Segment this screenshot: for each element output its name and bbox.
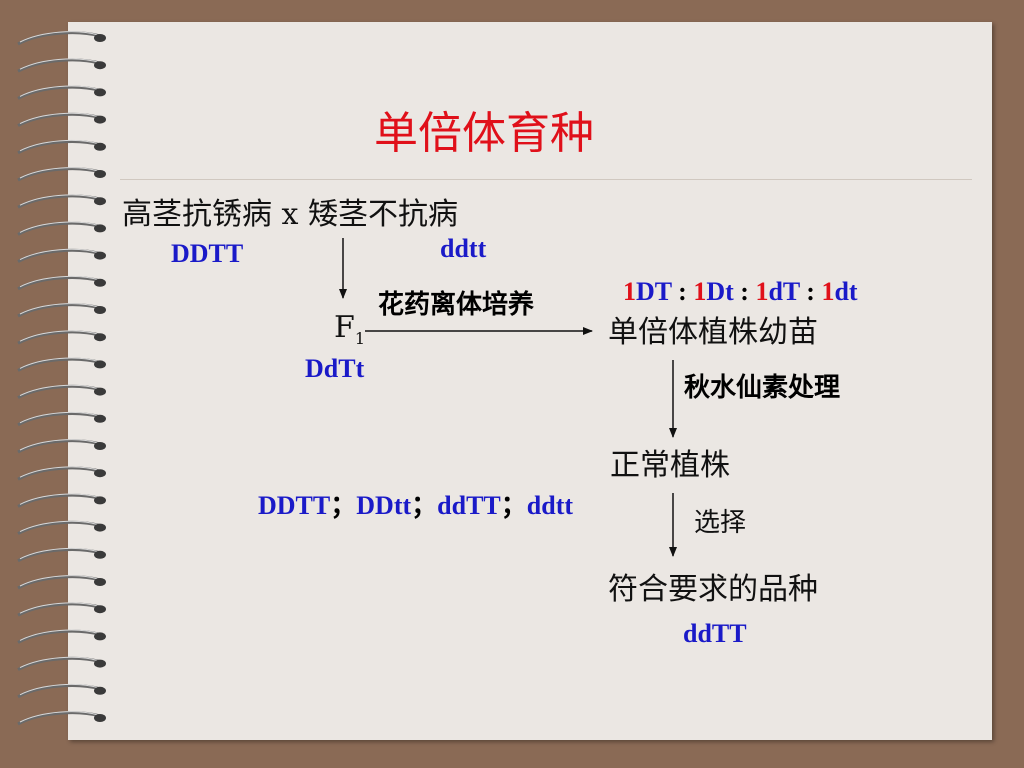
spiral-ring <box>17 303 106 318</box>
genotype-1: DDTT <box>258 491 331 520</box>
spiral-ring <box>17 656 106 671</box>
spiral-ring <box>17 112 106 127</box>
f1-letter: F <box>334 310 355 345</box>
spiral-ring <box>17 194 106 209</box>
target-genotype: ddTT <box>683 619 747 648</box>
spiral-ring <box>17 629 106 644</box>
parents-line: 高茎抗锈病 x 矮茎不抗病 <box>122 200 458 230</box>
title-divider <box>120 179 972 180</box>
slide-title: 单倍体育种 <box>374 108 594 159</box>
spiral-ring <box>17 31 106 46</box>
ratio-sep-3: : <box>799 277 822 306</box>
genotype-sep-2: ； <box>411 491 438 520</box>
ratio-n-4: 1 <box>821 277 835 306</box>
ratio-sep-1: : <box>671 277 694 306</box>
parent2-genotype: ddtt <box>440 234 487 263</box>
normal-plant-genotypes: DDTT；DDtt；ddTT；ddtt <box>258 493 573 519</box>
f1-genotype: DdTt <box>305 354 365 383</box>
spiral-ring <box>17 276 106 291</box>
spiral-ring <box>17 684 106 699</box>
target-variety-label: 符合要求的品种 <box>608 572 818 607</box>
genotype-3: ddTT <box>437 491 501 520</box>
selection-label: 选择 <box>694 508 747 538</box>
spiral-ring <box>17 466 106 481</box>
spiral-ring <box>17 384 106 399</box>
spiral-ring <box>17 248 106 263</box>
f1-label: F1 <box>334 313 365 347</box>
spiral-ring <box>17 85 106 100</box>
ratio-g-4: dt <box>834 277 858 306</box>
spiral-ring <box>17 602 106 617</box>
f1-subscript: 1 <box>354 329 366 348</box>
ratio-g-2: Dt <box>706 277 734 306</box>
spiral-ring <box>17 357 106 372</box>
ratio-n-3: 1 <box>755 277 769 306</box>
parent2-label: 矮茎不抗病 <box>308 197 459 232</box>
anther-culture-label: 花药离体培养 <box>378 290 535 320</box>
spiral-ring <box>17 575 106 590</box>
ratio-n-2: 1 <box>693 277 707 306</box>
cross-symbol: x <box>281 197 299 232</box>
spiral-binding <box>17 31 106 726</box>
genotype-4: ddtt <box>526 491 574 520</box>
spiral-ring <box>17 412 106 427</box>
gamete-ratio: 1DT : 1Dt : 1dT : 1dt <box>623 279 858 305</box>
spiral-ring <box>17 58 106 73</box>
genotype-2: DDtt <box>356 491 412 520</box>
spiral-ring <box>17 711 106 726</box>
ratio-n-1: 1 <box>623 277 636 306</box>
spiral-ring <box>17 520 106 535</box>
parent1-genotype: DDTT <box>171 239 244 268</box>
ratio-sep-2: : <box>733 277 756 306</box>
spiral-ring <box>17 330 106 345</box>
normal-plant-label: 正常植株 <box>610 448 730 483</box>
spiral-ring <box>17 221 106 236</box>
ratio-g-1: DT <box>636 277 672 306</box>
parent1-label: 高茎抗锈病 <box>122 197 272 232</box>
spiral-ring <box>17 493 106 508</box>
haploid-seedling-label: 单倍体植株幼苗 <box>608 315 818 350</box>
colchicine-label: 秋水仙素处理 <box>684 373 841 403</box>
spiral-ring <box>17 439 106 454</box>
ratio-g-3: dT <box>768 277 800 306</box>
spiral-ring <box>17 167 106 182</box>
slide-board <box>68 22 992 740</box>
genotype-sep-3: ； <box>500 491 527 520</box>
spiral-ring <box>17 140 106 155</box>
spiral-ring <box>17 548 106 563</box>
genotype-sep-1: ； <box>330 491 357 520</box>
